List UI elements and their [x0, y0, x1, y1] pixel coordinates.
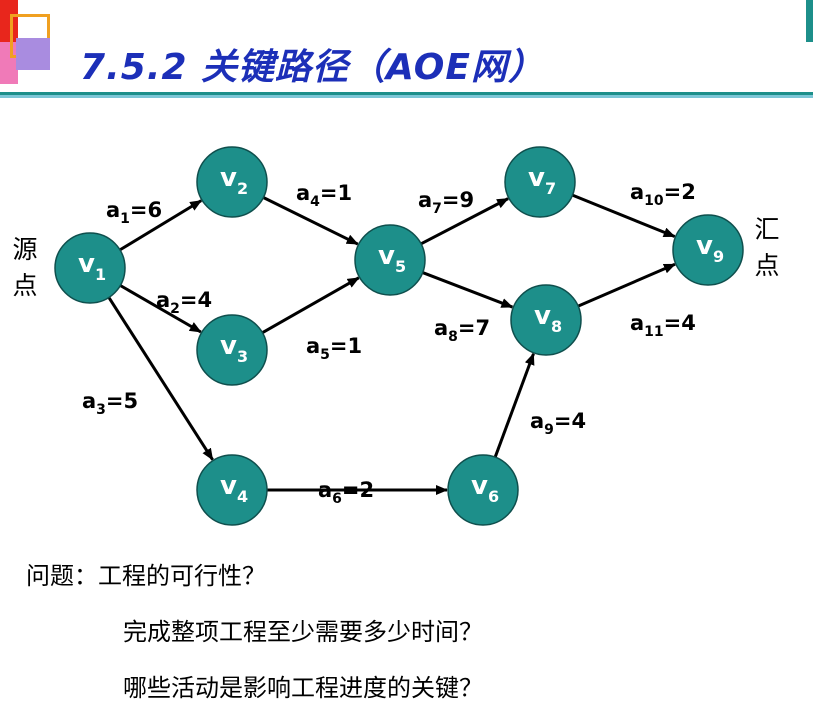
- node-circle-v7: [504, 146, 576, 218]
- edge-v7-v9: [571, 193, 676, 238]
- node-v8: v8: [510, 284, 582, 356]
- slide-title: 7.5.2 关键路径（AOE网）: [80, 47, 545, 88]
- edge-label-a9: a9=4: [530, 409, 586, 438]
- edge-label-a2: a2=4: [156, 288, 212, 317]
- node-label-v3: v3: [220, 331, 248, 366]
- node-circle-v6: [447, 454, 519, 526]
- node-label-v1: v1: [78, 249, 106, 284]
- edge-v5-v7: [420, 197, 509, 246]
- node-circle-v5: [354, 224, 426, 296]
- node-circle-v4: [196, 454, 268, 526]
- corner-decoration-right-bar: [806, 0, 813, 42]
- node-circle-v2: [196, 146, 268, 218]
- question-critical-activities: 哪些活动是影响工程进度的关键？: [123, 674, 483, 702]
- node-v5: v5: [354, 224, 426, 296]
- edge-v2-v5: [262, 196, 359, 246]
- node-label-v2: v2: [220, 163, 248, 198]
- node-v3: v3: [196, 314, 268, 386]
- node-v6: v6: [447, 454, 519, 526]
- corner-decoration-pink: [0, 42, 18, 84]
- edge-label-a3: a3=5: [82, 389, 138, 418]
- edge-v5-v8: [422, 271, 514, 309]
- edge-label-a7: a7=9: [418, 188, 474, 217]
- question-minimum-time: 完成整项工程至少需要多少时间？: [123, 618, 483, 646]
- node-label-v9: v9: [696, 231, 724, 266]
- edge-label-a5: a5=1: [306, 334, 362, 363]
- title-underline: [0, 92, 813, 98]
- edge-label-a10: a10=2: [630, 180, 696, 209]
- node-label-v4: v4: [220, 471, 248, 506]
- question-feasibility: 问题：工程的可行性？: [26, 562, 266, 590]
- node-circle-v3: [196, 314, 268, 386]
- node-circle-v8: [510, 284, 582, 356]
- sink-label: 汇 点: [754, 215, 780, 280]
- edge-label-a1: a1=6: [106, 198, 162, 227]
- edge-v1-v2: [119, 199, 203, 252]
- node-v1: v1: [54, 232, 126, 304]
- corner-decoration-red: [0, 0, 18, 42]
- node-label-v8: v8: [534, 301, 562, 336]
- edge-label-a6: a6=2: [318, 478, 374, 507]
- node-v7: v7: [504, 146, 576, 218]
- node-label-v7: v7: [528, 163, 556, 198]
- edge-v8-v9: [577, 262, 676, 308]
- node-v9: v9: [672, 214, 744, 286]
- node-label-v6: v6: [471, 471, 499, 506]
- node-label-v5: v5: [378, 241, 406, 276]
- node-v4: v4: [196, 454, 268, 526]
- edge-v1-v4: [107, 296, 214, 461]
- edge-v6-v8: [493, 352, 535, 458]
- node-circle-v1: [54, 232, 126, 304]
- node-v2: v2: [196, 146, 268, 218]
- edge-label-a4: a4=1: [296, 181, 352, 210]
- edge-v3-v5: [261, 276, 360, 334]
- edge-label-a11: a11=4: [630, 311, 696, 340]
- edge-label-a8: a8=7: [434, 316, 490, 345]
- edge-v1-v3: [119, 284, 202, 334]
- corner-decoration-purple-square: [16, 38, 50, 70]
- node-circle-v9: [672, 214, 744, 286]
- source-label: 源 点: [12, 235, 38, 300]
